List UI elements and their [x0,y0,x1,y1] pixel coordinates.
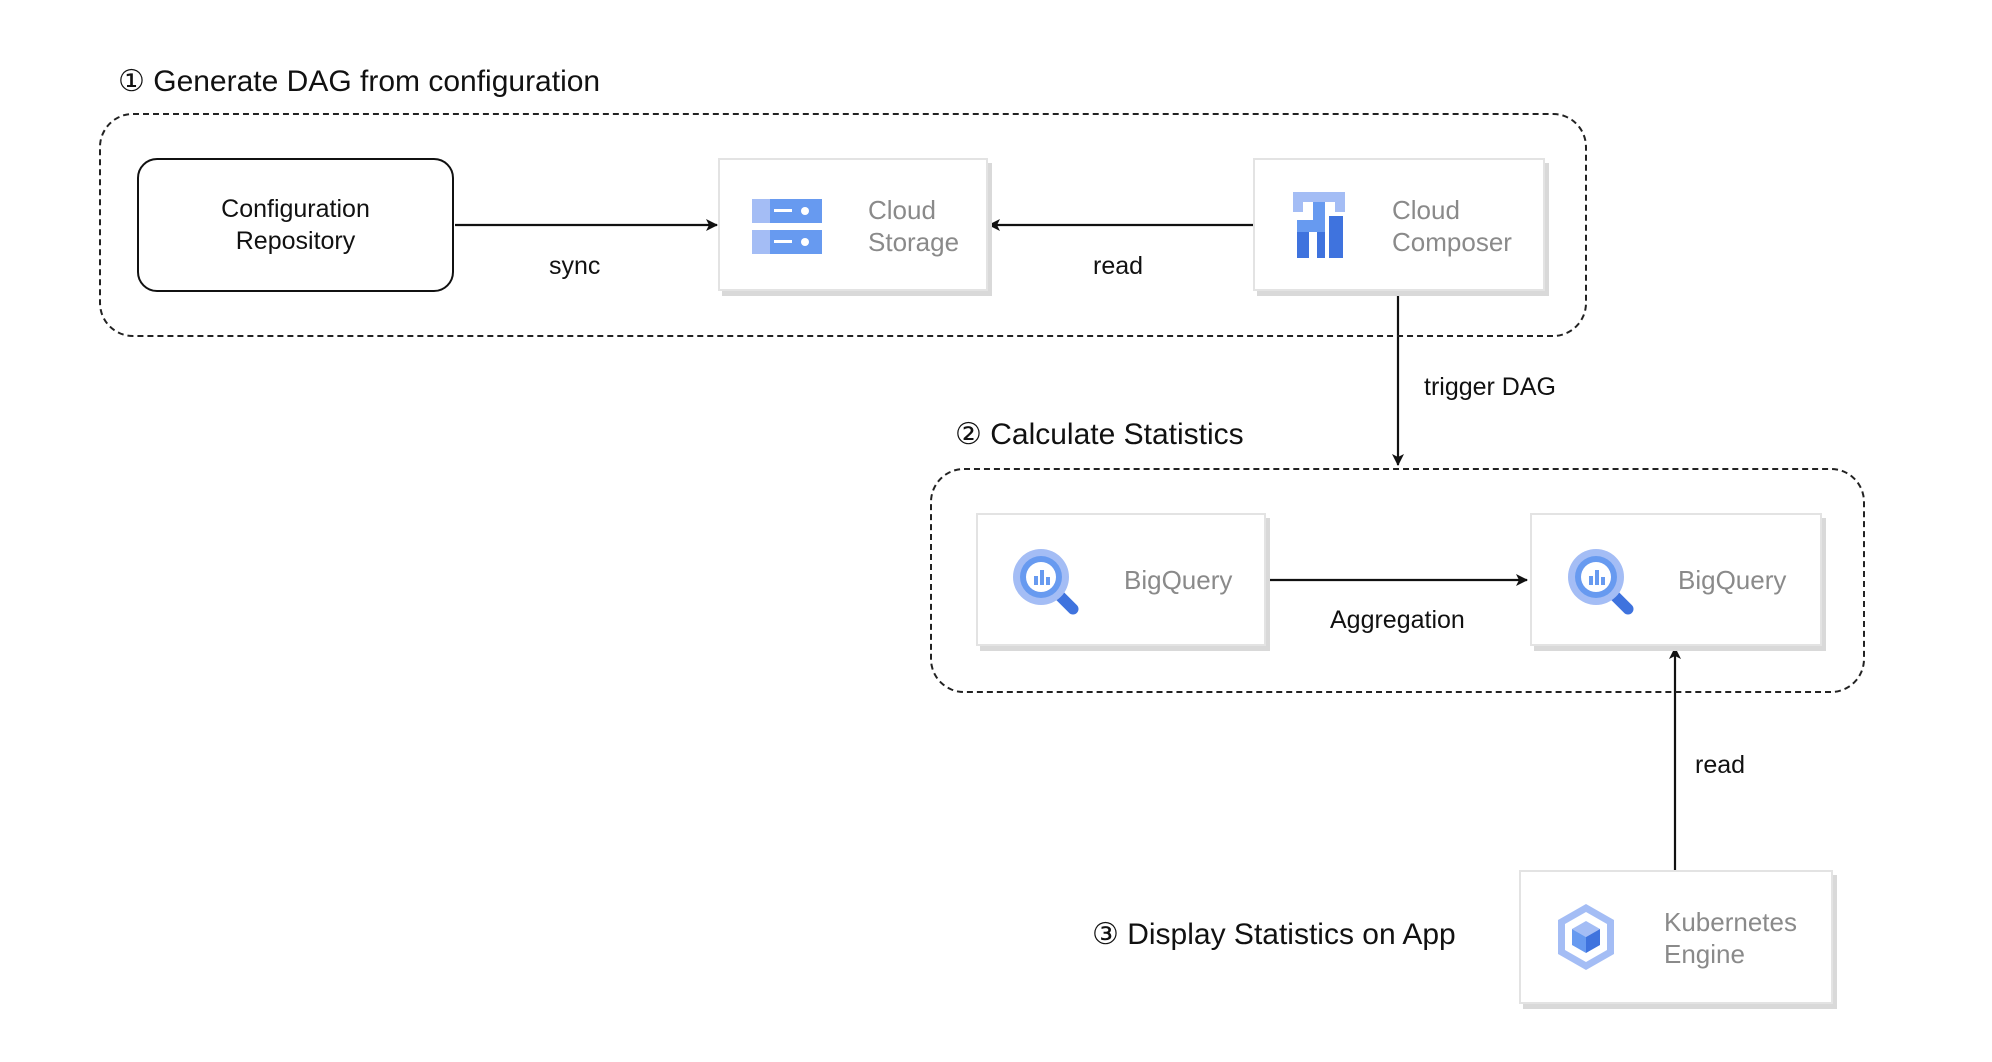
cloud-storage-icon [752,199,822,254]
section-title-display-statistics: ③ Display Statistics on App [1092,918,1456,951]
group-calculate-statistics [930,468,1865,693]
bigquery-target-node[interactable]: BigQuery [1530,513,1822,646]
group-generate-dag [99,113,1587,337]
section-title-generate-dag: ① Generate DAG from configuration [118,65,601,98]
kubernetes-engine-icon [1558,904,1614,970]
cloud-composer-node[interactable]: Cloud Composer [1253,158,1545,291]
read-bigquery-label: read [1695,751,1746,779]
cloud-storage-node[interactable]: Cloud Storage [718,158,988,291]
bigquery-source-label: BigQuery [1124,565,1233,595]
bigquery-target-label: BigQuery [1678,565,1787,595]
trigger-dag-label: trigger DAG [1424,373,1556,401]
bigquery-source-node[interactable]: BigQuery [976,513,1266,646]
configuration-repository-label: Configuration Repository [221,194,370,256]
cloud-storage-label: Cloud Storage [868,195,960,257]
kubernetes-engine-node[interactable]: Kubernetes Engine [1519,870,1833,1004]
sync-label: sync [549,252,601,280]
cloud-composer-label: Cloud Composer [1392,195,1512,257]
section-title-calculate-statistics: ② Calculate Statistics [955,418,1244,451]
cloud-composer-icon [1293,192,1345,258]
bigquery-icon [1013,549,1079,615]
configuration-repository-node[interactable]: Configuration Repository [137,158,454,292]
bigquery-icon [1568,549,1634,615]
aggregation-label: Aggregation [1330,606,1465,634]
kubernetes-engine-label: Kubernetes Engine [1664,907,1797,969]
read-storage-label: read [1093,252,1144,280]
